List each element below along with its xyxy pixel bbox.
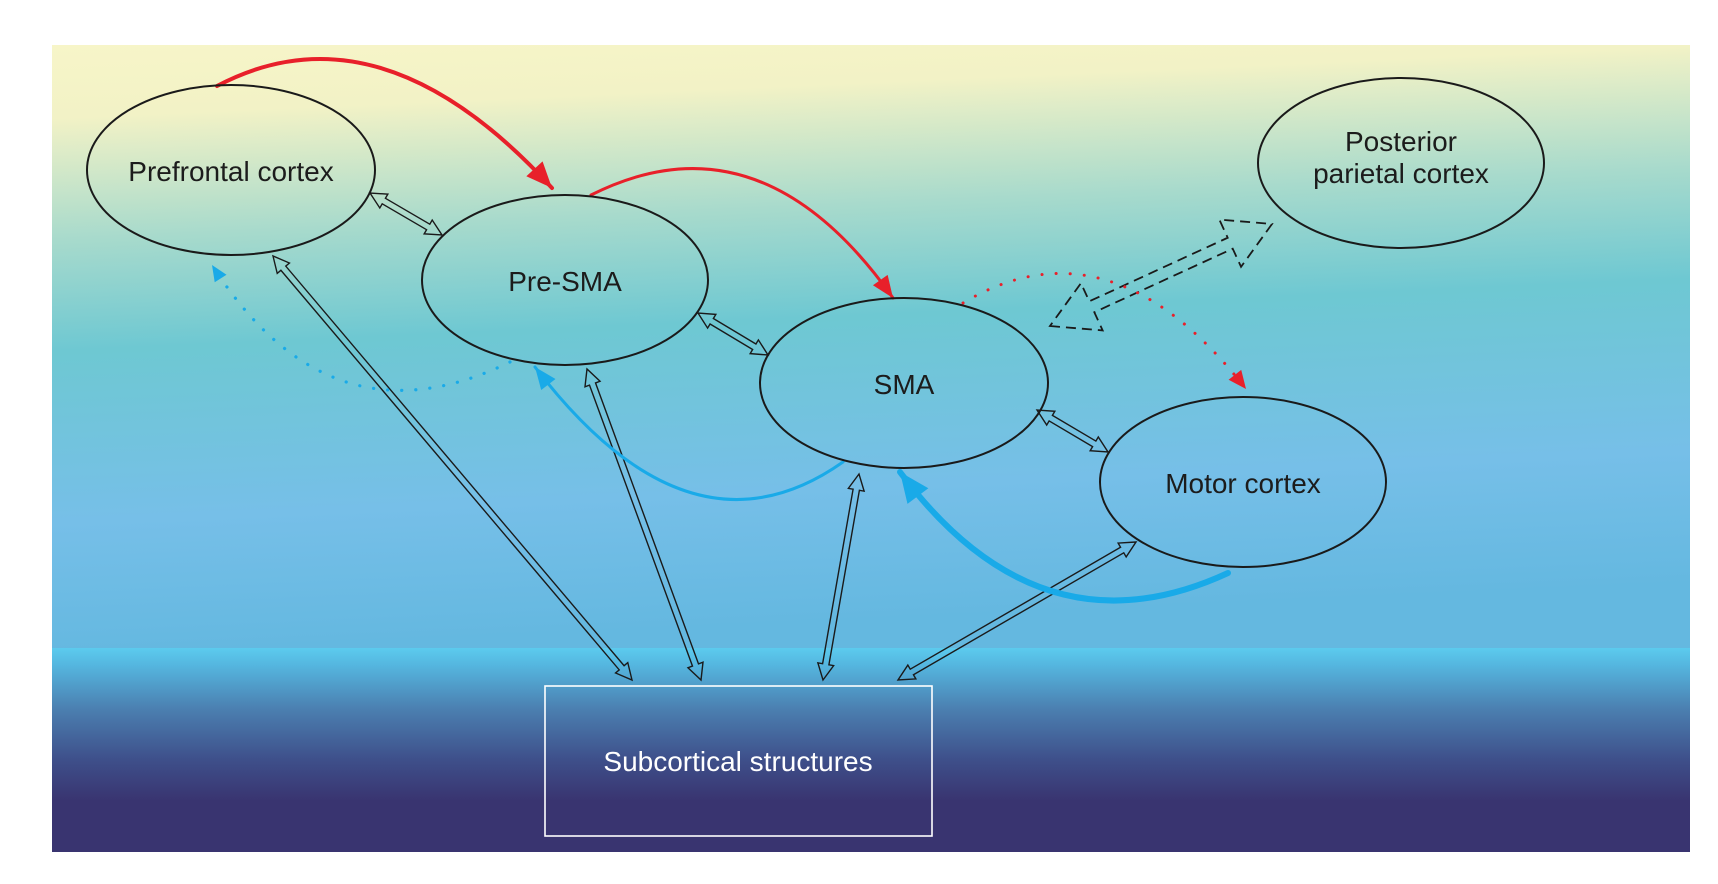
arrow-presma-to-prefrontal-dotted-head bbox=[212, 265, 227, 283]
arrow-prefrontal-to-presma-head bbox=[526, 161, 552, 188]
node-motor-cortex[interactable]: Motor cortex bbox=[1099, 396, 1387, 568]
background bbox=[52, 45, 1690, 852]
arrow-prefrontal-to-presma bbox=[215, 57, 554, 190]
node-posterior-parietal-cortex[interactable]: Posterior parietal cortex bbox=[1257, 77, 1545, 249]
arrow-sma-subcortical-bidirectional bbox=[816, 472, 866, 682]
nodes: Prefrontal cortex Pre-SMA SMA Motor cort… bbox=[86, 77, 1545, 837]
node-subcortical-structures[interactable]: Subcortical structures bbox=[544, 685, 933, 837]
arrow-motor-to-sma bbox=[897, 469, 1231, 604]
connections bbox=[210, 57, 1274, 682]
node-ppc-label-line2: parietal cortex bbox=[1313, 158, 1489, 189]
arrow-presma-subcortical-bidirectional bbox=[584, 367, 704, 682]
arrow-sma-motor-bidirectional bbox=[1035, 409, 1110, 453]
arrow-prefrontal-presma-bidirectional bbox=[368, 192, 444, 236]
arrow-presma-to-sma bbox=[589, 167, 895, 300]
node-presma-label: Pre-SMA bbox=[508, 266, 622, 297]
arrow-presma-to-prefrontal-dotted bbox=[210, 263, 512, 392]
node-motor-outline bbox=[1099, 396, 1387, 568]
arrow-sma-to-presma bbox=[533, 365, 845, 501]
node-prefrontal-outline bbox=[86, 84, 376, 256]
arrow-sma-to-presma-head bbox=[535, 367, 556, 390]
upper-background bbox=[52, 45, 1690, 649]
node-motor-label: Motor cortex bbox=[1165, 468, 1321, 499]
arrow-sma-to-motor-dotted-head bbox=[1228, 369, 1246, 389]
arrow-presma-to-sma-head bbox=[872, 274, 893, 298]
node-sma-label: SMA bbox=[874, 369, 935, 400]
lower-background bbox=[52, 648, 1690, 852]
node-sma-outline bbox=[759, 297, 1049, 469]
node-prefrontal-cortex[interactable]: Prefrontal cortex bbox=[86, 84, 376, 256]
arrow-sma-to-motor-dotted bbox=[961, 272, 1248, 391]
arrow-sma-ppc-dashed-bidirectional bbox=[1048, 218, 1274, 332]
arrow-motor-subcortical-bidirectional bbox=[896, 541, 1138, 681]
node-presma-outline bbox=[421, 194, 709, 366]
node-ppc-outline bbox=[1257, 77, 1545, 249]
subcortical-box bbox=[544, 685, 933, 837]
arrow-motor-to-sma-head bbox=[900, 472, 929, 504]
arrow-prefrontal-subcortical-bidirectional bbox=[271, 254, 634, 682]
node-sma[interactable]: SMA bbox=[759, 297, 1049, 469]
node-prefrontal-label: Prefrontal cortex bbox=[128, 156, 333, 187]
node-ppc-label-line1: Posterior bbox=[1345, 126, 1457, 157]
node-pre-sma[interactable]: Pre-SMA bbox=[421, 194, 709, 366]
subcortical-label: Subcortical structures bbox=[603, 746, 872, 777]
